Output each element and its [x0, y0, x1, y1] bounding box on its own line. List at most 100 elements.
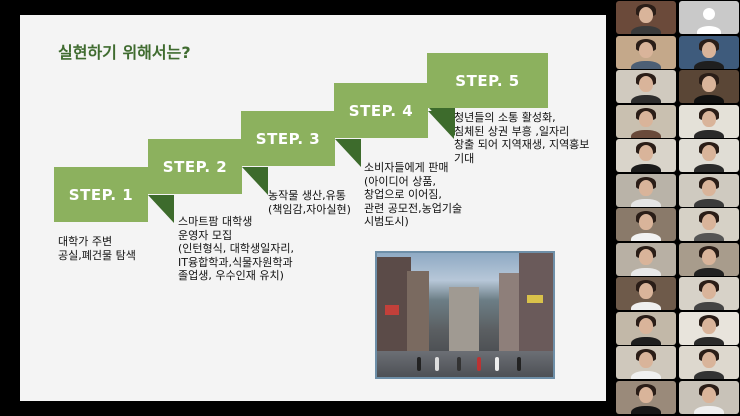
participant-torso — [694, 198, 724, 207]
pedestrian-shape — [457, 357, 461, 371]
participant-face — [702, 386, 716, 403]
building-shape — [449, 287, 479, 357]
participant-video-tile[interactable] — [679, 242, 739, 276]
participant-torso — [694, 371, 724, 379]
street-photo — [375, 251, 555, 379]
street-shape — [377, 351, 553, 377]
step-2-fold — [242, 167, 268, 195]
step-3-description: 농작물 생산,유통 (책임감,자아실현) — [268, 189, 351, 216]
participant-video-tile[interactable] — [679, 277, 739, 310]
participant-video-tile[interactable] — [679, 208, 739, 241]
building-shape — [519, 253, 553, 357]
participant-video-tile[interactable] — [679, 139, 739, 172]
participant-torso — [694, 164, 724, 172]
participant-face — [639, 317, 653, 334]
participant-face — [702, 41, 716, 58]
participant-video-tile[interactable] — [679, 346, 739, 379]
participant-video-tile[interactable] — [679, 70, 739, 103]
participant-face — [639, 110, 653, 127]
participant-video-tile[interactable] — [616, 104, 676, 138]
participant-torso — [631, 198, 661, 207]
step-3-label: STEP. 3 — [255, 129, 321, 148]
participant-torso — [694, 95, 724, 103]
participant-video-tile[interactable] — [616, 346, 676, 379]
participant-face — [702, 179, 716, 196]
slide-title: 실현하기 위해서는? — [58, 43, 191, 62]
participant-torso — [631, 26, 661, 34]
participant-video-tile[interactable] — [679, 173, 739, 207]
step-3-box: STEP. 3 — [241, 111, 335, 166]
participant-gallery — [614, 0, 740, 416]
participant-torso — [694, 405, 724, 414]
participant-torso — [631, 60, 661, 69]
step-2-box: STEP. 2 — [148, 139, 242, 194]
step-3-fold — [335, 139, 361, 167]
participant-torso — [631, 371, 661, 379]
step-4-label: STEP. 4 — [348, 101, 414, 120]
participant-torso — [694, 267, 724, 276]
participant-face — [639, 248, 653, 265]
participant-face — [702, 214, 716, 230]
pedestrian-shape — [495, 357, 499, 371]
step-2-description: 스마트팜 대학생 운영자 모집 (인턴형식, 대학생일자리, IT융합학과,식물… — [178, 215, 294, 282]
participant-face — [639, 145, 653, 161]
participant-video-tile[interactable] — [616, 139, 676, 172]
participant-video-tile[interactable] — [616, 242, 676, 276]
step-1-fold — [148, 195, 174, 223]
step-5-fold — [429, 108, 455, 136]
participant-torso — [631, 336, 661, 345]
participant-face — [702, 110, 716, 127]
pedestrian-shape — [417, 357, 421, 371]
participant-video-tile[interactable] — [616, 208, 676, 241]
participant-face — [702, 283, 716, 299]
participant-video-tile[interactable] — [616, 311, 676, 345]
participant-face — [639, 7, 653, 23]
participant-face — [702, 352, 716, 368]
step-5-description: 청년들의 소통 활성화, 침체된 상권 부흥 ,일자리 창출 되어 지역재생, … — [454, 111, 590, 165]
participant-video-tile[interactable] — [679, 311, 739, 345]
participant-video-tile[interactable] — [679, 35, 739, 69]
participant-video-tile[interactable] — [616, 35, 676, 69]
participant-torso — [631, 405, 661, 414]
participant-video-tile[interactable] — [679, 1, 739, 34]
participant-face — [702, 76, 716, 92]
avatar-icon — [697, 26, 721, 34]
step-1-label: STEP. 1 — [68, 185, 134, 204]
step-5-box: STEP. 5 — [427, 53, 548, 108]
step-2-label: STEP. 2 — [162, 157, 228, 176]
presentation-slide: 실현하기 위해서는? STEP. 1 STEP. 2 STEP. 3 STEP.… — [20, 15, 606, 401]
participant-face — [702, 145, 716, 161]
participant-torso — [631, 164, 661, 172]
participant-face — [639, 179, 653, 196]
participant-torso — [694, 336, 724, 345]
participant-video-tile[interactable] — [616, 1, 676, 34]
pedestrian-shape — [435, 357, 439, 371]
sign-shape — [527, 295, 543, 303]
participant-torso — [631, 233, 661, 241]
participant-video-tile[interactable] — [679, 104, 739, 138]
participant-torso — [694, 60, 724, 69]
participant-torso — [631, 129, 661, 138]
sign-shape — [385, 305, 399, 315]
participant-face — [702, 317, 716, 334]
participant-torso — [694, 129, 724, 138]
participant-torso — [631, 302, 661, 310]
participant-face — [639, 214, 653, 230]
pedestrian-shape — [477, 357, 481, 371]
participant-face — [702, 248, 716, 265]
participant-face — [639, 352, 653, 368]
participant-torso — [631, 95, 661, 103]
participant-face — [639, 283, 653, 299]
participant-torso — [694, 233, 724, 241]
participant-video-tile[interactable] — [616, 380, 676, 414]
step-1-description: 대학가 주변 공실,폐건물 탐색 — [58, 235, 136, 262]
pedestrian-shape — [517, 357, 521, 371]
participant-torso — [694, 302, 724, 310]
participant-video-tile[interactable] — [616, 70, 676, 103]
avatar-icon — [703, 8, 715, 20]
participant-face — [639, 386, 653, 403]
participant-video-tile[interactable] — [679, 380, 739, 414]
participant-video-tile[interactable] — [616, 173, 676, 207]
step-1-box: STEP. 1 — [54, 167, 148, 222]
participant-video-tile[interactable] — [616, 277, 676, 310]
